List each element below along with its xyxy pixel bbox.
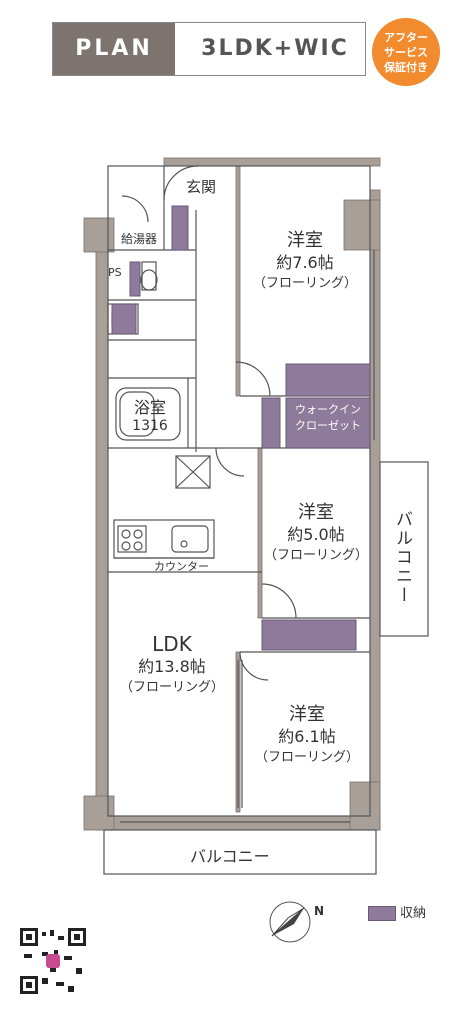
storage-ps xyxy=(129,261,141,297)
column-bottom-left xyxy=(83,795,115,831)
badge-line-1: アフター xyxy=(384,30,428,44)
ldk-label: LDK 約13.8帖 （フローリング） xyxy=(108,632,236,698)
column-entrance xyxy=(83,217,115,253)
storage-wash xyxy=(111,303,137,335)
western1-name: 洋室 xyxy=(287,230,323,251)
label-counter: カウンター xyxy=(154,560,209,573)
wall-left xyxy=(95,241,109,803)
storage-western2 xyxy=(261,619,357,651)
western1-label: 洋室 約7.6帖 （フローリング） xyxy=(240,230,370,294)
western3-floor: （フローリング） xyxy=(254,750,359,765)
bath-size: 1316 xyxy=(132,418,168,434)
legend: 収納 xyxy=(368,902,426,921)
western1-floor: （フローリング） xyxy=(252,276,357,291)
label-balcony-bottom: バルコニー xyxy=(190,847,270,866)
compass-rose xyxy=(269,901,311,943)
compass-letter: N xyxy=(314,904,325,918)
label-balcony-side: バルコニー xyxy=(392,510,412,605)
plan-label: PLAN xyxy=(53,23,175,75)
wic-label: ウォークイン クローゼット xyxy=(286,402,370,434)
storage-hall xyxy=(261,397,281,449)
western1-size: 約7.6帖 xyxy=(276,253,334,272)
ldk-floor: （フローリング） xyxy=(119,680,224,695)
bath-label: 浴室 1316 xyxy=(120,398,180,436)
western3-label: 洋室 約6.1帖 （フローリング） xyxy=(244,704,370,768)
badge-line-2: サービス xyxy=(384,45,428,59)
label-water-heater: 給湯器 xyxy=(121,232,158,246)
wic-line-2: クローゼット xyxy=(295,419,361,432)
western2-label: 洋室 約5.0帖 （フローリング） xyxy=(262,502,370,566)
column-bottom-right xyxy=(349,781,381,831)
ldk-name: LDK xyxy=(152,632,192,656)
wall-bottom xyxy=(95,815,381,831)
wall-top xyxy=(163,157,381,167)
plan-type: 3LDK+WIC xyxy=(201,36,349,61)
after-service-badge: アフター サービス 保証付き xyxy=(372,18,440,86)
column-top-right xyxy=(343,199,381,251)
bath-name: 浴室 xyxy=(133,398,166,417)
western2-floor: （フローリング） xyxy=(263,548,368,563)
badge-line-3: 保証付き xyxy=(384,60,428,74)
western3-name: 洋室 xyxy=(289,704,325,725)
storage-wic xyxy=(285,397,371,449)
storage-western1 xyxy=(285,363,371,397)
legend-storage-label: 収納 xyxy=(400,906,427,921)
wall-right xyxy=(369,189,381,831)
western2-size: 約5.0帖 xyxy=(287,525,345,544)
western3-size: 約6.1帖 xyxy=(278,727,336,746)
label-ps: PS xyxy=(108,266,122,279)
storage-entrance xyxy=(171,205,189,251)
ldk-size: 約13.8帖 xyxy=(138,657,206,676)
label-entrance: 玄関 xyxy=(186,178,217,196)
plan-header: PLAN 3LDK+WIC xyxy=(52,22,366,76)
legend-storage-swatch xyxy=(368,906,396,921)
wic-line-1: ウォークイン xyxy=(295,403,361,416)
western2-name: 洋室 xyxy=(298,502,334,523)
